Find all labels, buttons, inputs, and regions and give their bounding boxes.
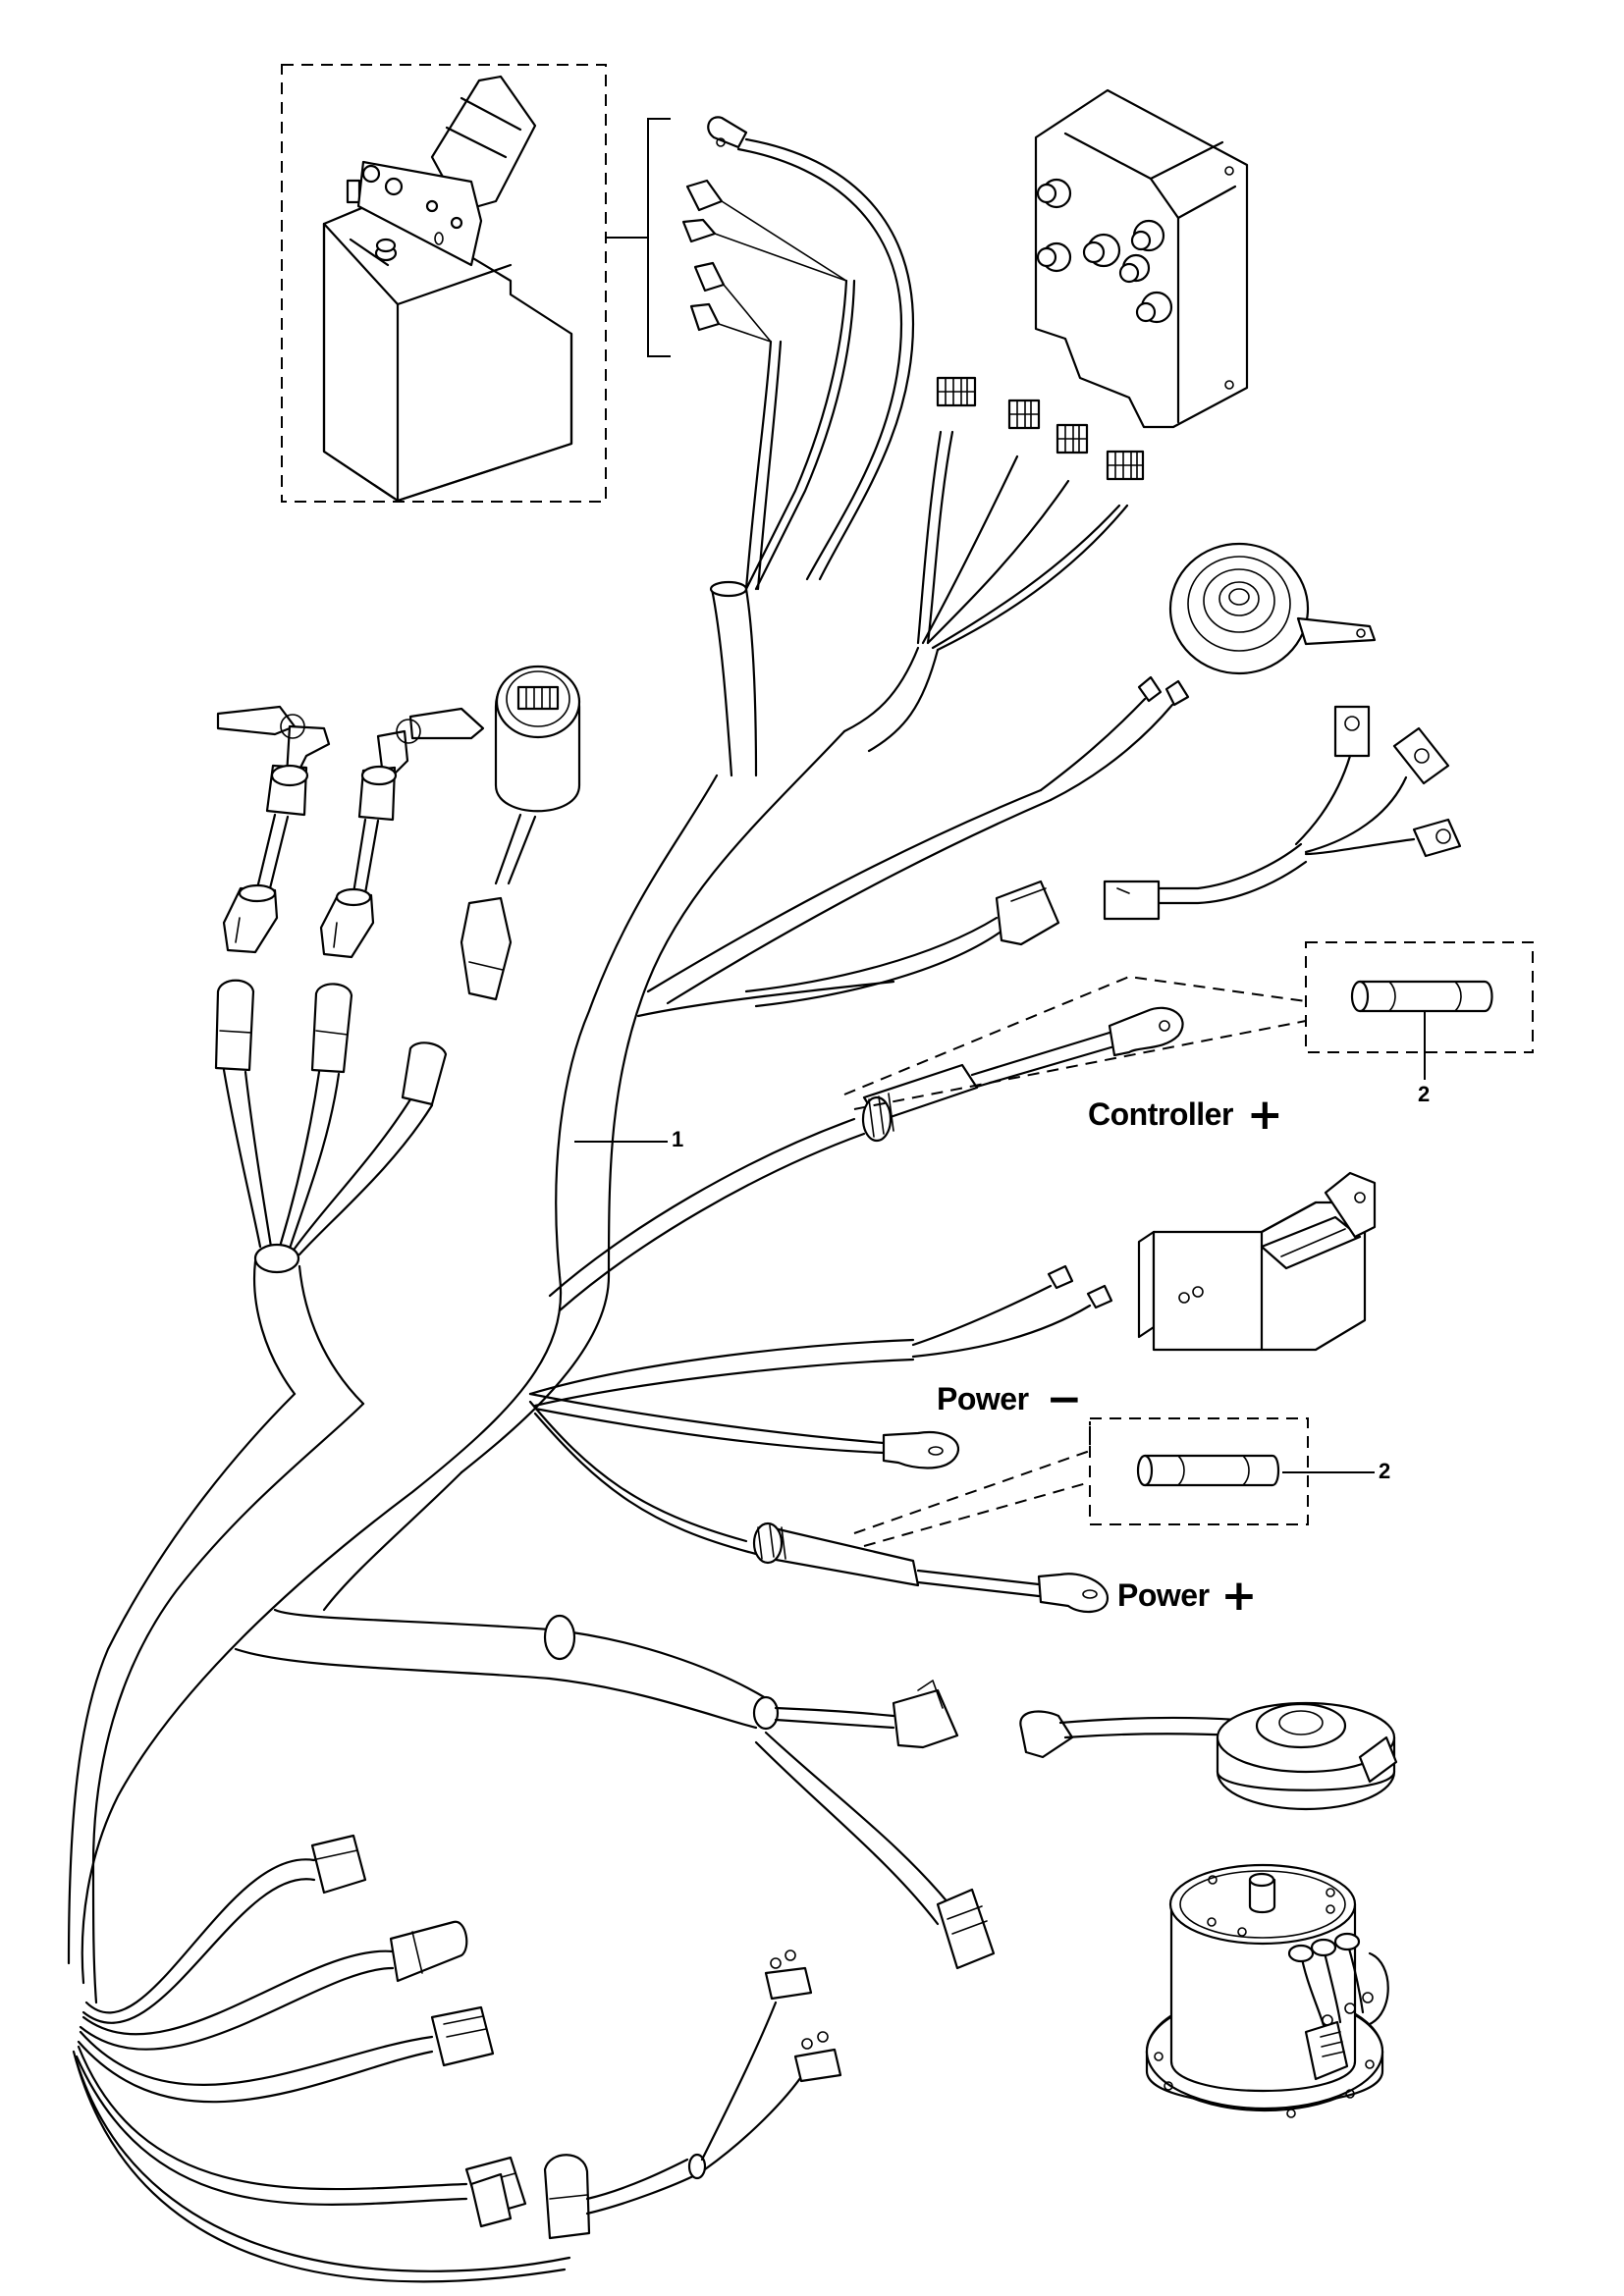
callout-2-top: 2 bbox=[1418, 1082, 1431, 1106]
horn-wires bbox=[646, 675, 1190, 1005]
inline-fuse-holder-power bbox=[528, 1400, 1110, 1614]
plus-symbol: + bbox=[1246, 1090, 1283, 1140]
pump-terminal-leads bbox=[681, 116, 915, 777]
power-positive-label-text: Power bbox=[1117, 1577, 1210, 1613]
power-negative-label: Power − bbox=[937, 1374, 1082, 1424]
key-switch-1 bbox=[216, 705, 331, 954]
horn bbox=[1168, 542, 1377, 675]
brake bbox=[1019, 1701, 1398, 1811]
power-positive-label: Power + bbox=[1117, 1571, 1257, 1621]
controller-positive-label: Controller + bbox=[1088, 1090, 1283, 1140]
micro-switches bbox=[469, 1949, 842, 2240]
drive-motor bbox=[1145, 1863, 1389, 2118]
motor-controller bbox=[1034, 88, 1249, 429]
brake-branch bbox=[234, 1608, 996, 1970]
battery-indicator bbox=[460, 665, 581, 1001]
callout-1: 1 bbox=[672, 1127, 684, 1151]
fuse-2-bottom-group bbox=[853, 1417, 1375, 1547]
callout-2-bottom: 2 bbox=[1379, 1459, 1391, 1483]
contactor bbox=[1137, 1171, 1377, 1352]
plus-symbol: + bbox=[1220, 1571, 1258, 1621]
contactor-wires bbox=[528, 1264, 1113, 1408]
key-switch-2 bbox=[319, 707, 485, 959]
fuse-2-bottom-frame bbox=[1089, 1417, 1309, 1525]
ring-terminal-tabs bbox=[1103, 705, 1462, 921]
power-negative-lead bbox=[528, 1392, 960, 1469]
pump-bracket-leader bbox=[606, 118, 671, 357]
hydraulic-pump-unit bbox=[281, 64, 607, 503]
fuse-2-top-group bbox=[843, 941, 1534, 1110]
controller-label-text: Controller bbox=[1088, 1096, 1233, 1132]
pump-unit-dashed-frame bbox=[281, 64, 607, 503]
power-negative-label-text: Power bbox=[937, 1381, 1029, 1416]
fuse-2-top bbox=[1350, 980, 1493, 1013]
main-harness-trunk bbox=[67, 729, 846, 2004]
multi-pin-connectors bbox=[842, 376, 1145, 753]
lower-left-connectors bbox=[72, 1834, 571, 2283]
ring-terminal bbox=[707, 116, 748, 149]
connector-pair bbox=[636, 880, 1060, 1018]
inline-fuse-holder-controller bbox=[548, 1006, 1184, 1312]
fuse-2-bottom bbox=[1136, 1454, 1280, 1487]
left-connectors bbox=[214, 979, 448, 1406]
fuse-2-top-frame bbox=[1305, 941, 1534, 1053]
minus-symbol: − bbox=[1046, 1374, 1083, 1424]
